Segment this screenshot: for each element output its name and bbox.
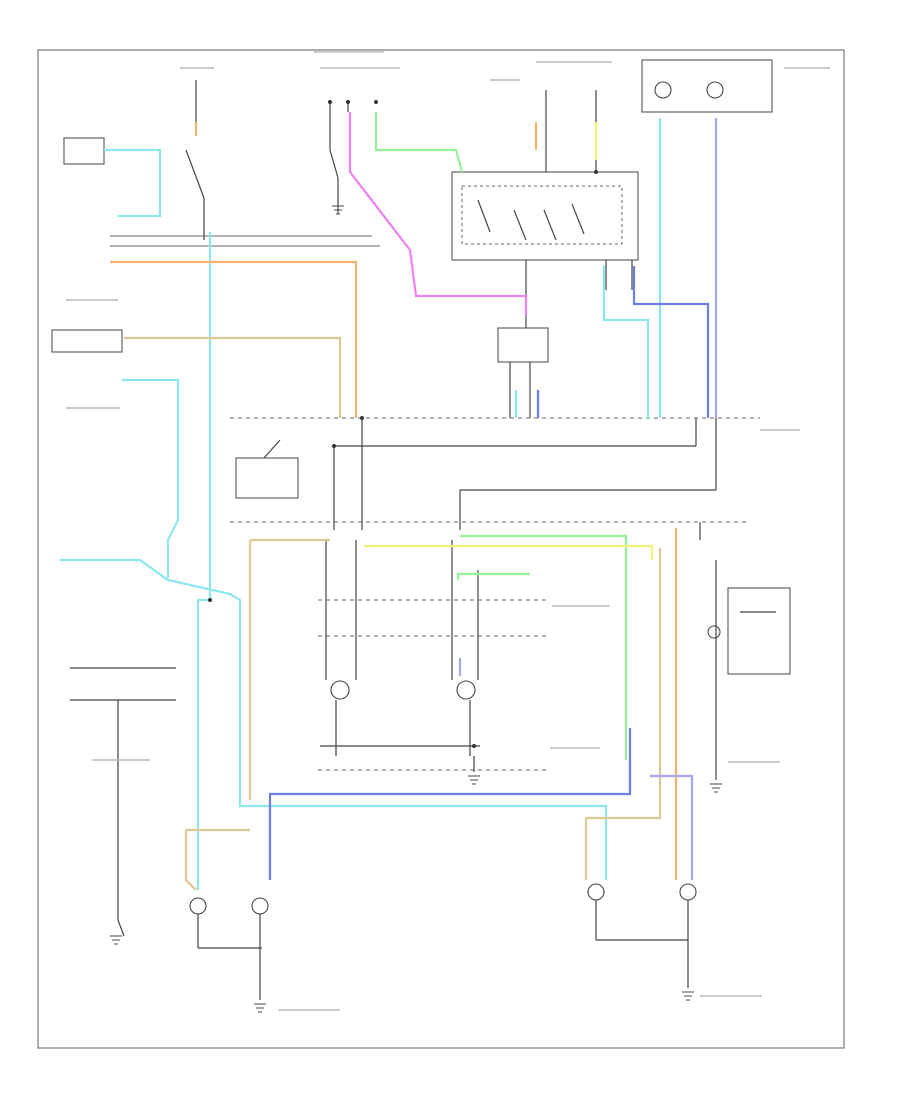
component-box-mid-left [51, 329, 123, 353]
left-rear-lamp-b-icon [251, 897, 269, 915]
blue-wires [268, 266, 710, 880]
orange-wires [110, 122, 678, 880]
turn-signal-switch-box [451, 171, 639, 261]
left-front-park-lamp-icon [330, 680, 350, 700]
green-wires [374, 112, 628, 760]
diagram-frame [37, 49, 845, 1049]
trailer-lamp-icon [707, 625, 721, 639]
right-front-park-lamp-icon [456, 680, 476, 700]
right-rear-lamp-b-icon [679, 883, 697, 901]
left-rear-lamp-a-icon [189, 897, 207, 915]
splice-dots [208, 100, 598, 748]
violet-wires [458, 118, 718, 880]
pink-wire [348, 112, 528, 316]
trailer-connector-box [727, 587, 791, 675]
hazard-flasher-box [235, 457, 299, 499]
ground-icon [110, 205, 722, 1013]
yellow-wire [364, 122, 654, 560]
switch-inner-box [461, 185, 623, 245]
right-indicator-lamp-icon [706, 81, 724, 99]
indicator-lamps-box [641, 59, 773, 113]
switch-contacts-icon [477, 199, 585, 241]
flasher-module-box [497, 327, 549, 363]
illegible-connector-labels [66, 51, 830, 1011]
left-indicator-lamp-icon [654, 81, 672, 99]
light-blue-wires [60, 118, 662, 890]
right-rear-lamp-a-icon [587, 883, 605, 901]
component-box-top-left [63, 137, 105, 165]
tan-wires [124, 336, 662, 891]
black-wires [70, 80, 776, 1000]
